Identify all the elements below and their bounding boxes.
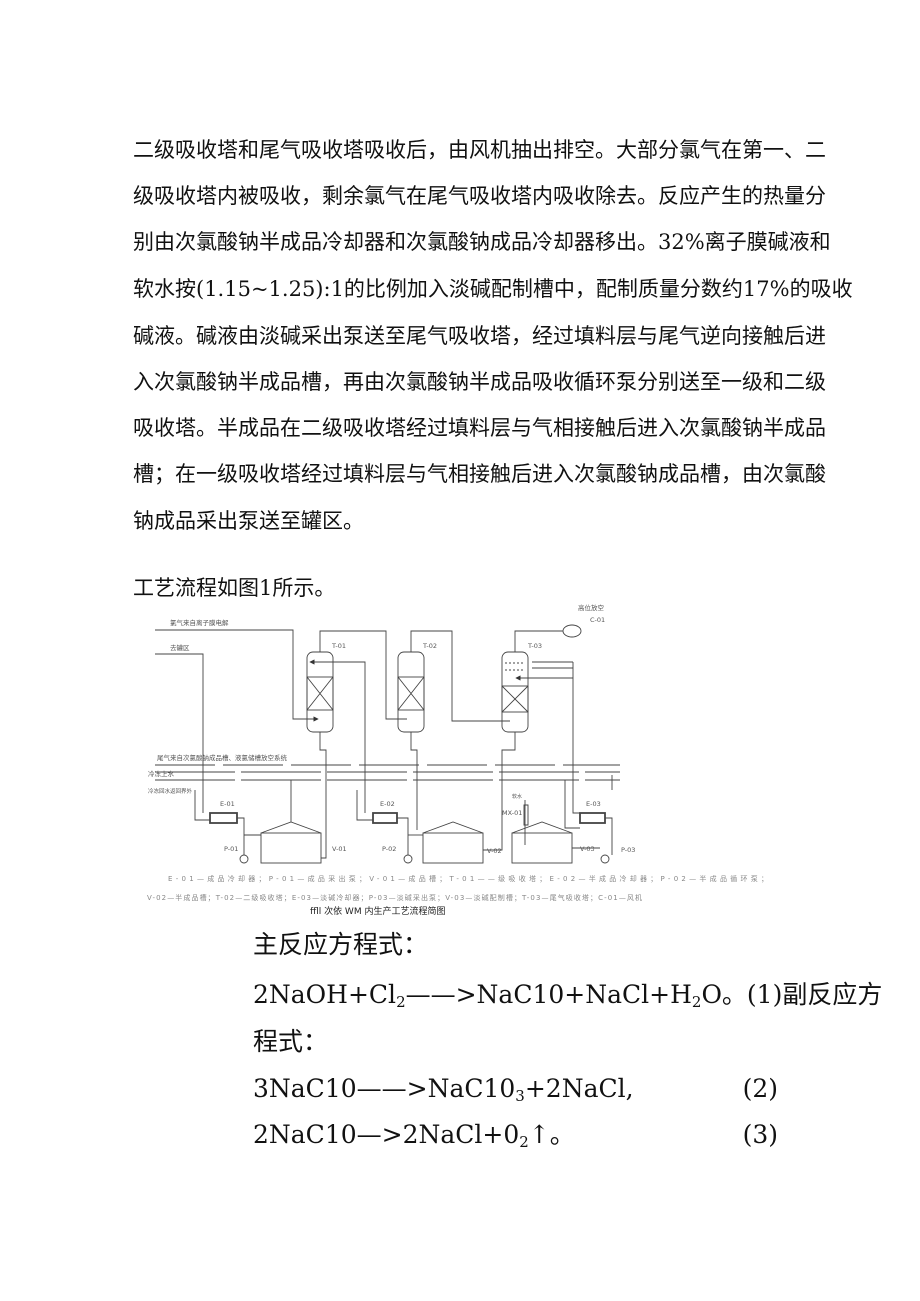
liquid-line — [319, 732, 327, 859]
paragraph-line: 槽；在一级吸收塔经过填料层与气相接触后进入次氯酸钠成品槽，由次氯酸 — [133, 462, 826, 486]
liquid-line — [572, 662, 580, 814]
paragraph-line: 碱液。碱液由淡碱采出泵送至尾气吸收塔，经过填料层与尾气逆向接触后进 — [133, 324, 826, 348]
liquid-line — [483, 732, 516, 851]
equation-2-number: (2) — [742, 1074, 778, 1103]
eq-text: ——>NaC10+NaCl+H — [405, 980, 692, 1009]
label-p01: P-01 — [224, 845, 238, 853]
equation-1: 2NaOH+Cl2——>NaC10+NaCl+H2O。(1)副反应方 — [253, 978, 882, 1012]
label-t01: T-01 — [331, 642, 346, 650]
tower-t03 — [501, 651, 529, 733]
label-t03: T-03 — [527, 642, 542, 650]
paragraph-line: 钠成品采出泵送至罐区。 — [133, 509, 364, 533]
tower-t01 — [306, 651, 334, 733]
liquid-line — [194, 790, 245, 855]
eq-text: 2NaOH+Cl — [253, 980, 397, 1009]
label-e02: E-02 — [380, 800, 395, 808]
label-p03: P-03 — [621, 846, 635, 854]
pump-p02 — [403, 854, 413, 864]
exchanger-e03 — [579, 812, 606, 824]
label-e03: E-03 — [586, 800, 601, 808]
eq-text: 3NaC10——>NaC10 — [253, 1074, 516, 1103]
main-reaction-heading: 主反应方程式： — [253, 930, 429, 959]
label-to-tank-farm: 去罐区 — [170, 643, 190, 652]
gas-line-t02-t03 — [410, 630, 510, 722]
exchanger-e02 — [372, 812, 398, 824]
equation-2: 3NaC10——>NaC103+2NaCl, — [253, 1072, 634, 1106]
label-tail-gas-in: 尾气来自次氯酸钠成品槽、液氯储槽放空系统 — [157, 753, 288, 762]
label-e01: E-01 — [220, 800, 235, 808]
label-mx01: MX-01 — [502, 809, 522, 817]
label-t02: T-02 — [422, 642, 437, 650]
paragraph-line: 别由次氯酸钠半成品冷却器和次氯酸钠成品冷却器移出。32%离子膜碱液和 — [133, 230, 831, 254]
gas-line-t03-fan — [514, 630, 563, 652]
exchanger-e01 — [209, 812, 238, 824]
paragraph-line: 吸收塔。半成品在二级吸收塔经过填料层与气相接触后进入次氯酸钠半成品 — [133, 416, 826, 440]
eq-subscript: 2 — [396, 993, 406, 1011]
paragraph-line: 入次氯酸钠半成品槽，再由次氯酸钠半成品吸收循环泵分别送至一级和二级 — [133, 370, 826, 394]
label-p02: P-02 — [382, 845, 396, 853]
fan-c01 — [562, 624, 582, 638]
label-cooling-water-return: 冷冻回水返回界外 — [148, 787, 193, 795]
label-vent: 高位放空 — [578, 603, 605, 612]
tank-v01 — [260, 821, 322, 864]
liquid-line — [410, 732, 418, 830]
paragraph-line: 二级吸收塔和尾气吸收塔吸收后，由风机抽出排空。大部分氯气在第一、二 — [133, 138, 826, 162]
eq-subscript: 2 — [519, 1133, 529, 1151]
liquid-line — [356, 790, 409, 855]
label-v03: V-03 — [580, 845, 595, 853]
side-reaction-heading: 程式： — [253, 1027, 329, 1056]
liquid-line — [518, 661, 573, 678]
equation-3-number: (3) — [742, 1120, 778, 1149]
label-c01: C-01 — [590, 616, 605, 624]
liquid-line — [564, 775, 613, 855]
chlorine-feed-line — [155, 629, 319, 722]
label-soft-water: 软水 — [512, 793, 522, 800]
paragraph-line: 级吸收塔内被吸收，剩余氯气在尾气吸收塔内吸收除去。反应产生的热量分 — [133, 184, 826, 208]
figure-caption: ffll 次依 WM 内生产工艺流程简图 — [310, 905, 445, 917]
label-v02: V-02 — [487, 847, 502, 855]
gas-line-t01-t02 — [319, 630, 407, 720]
tank-v02 — [422, 821, 484, 864]
paragraph-line: 软水按(1.15~1.25):1的比例加入淡碱配制槽中，配制质量分数约17%的吸… — [133, 277, 853, 301]
eq-text: ↑。 — [528, 1120, 575, 1149]
label-chlorine-inlet: 氯气来自离子膜电解 — [170, 618, 229, 627]
equation-3: 2NaC10—>2NaCl+02↑。 — [253, 1118, 575, 1152]
label-v01: V-01 — [332, 845, 347, 853]
tank-farm-line — [155, 653, 204, 813]
pump-p03 — [600, 854, 610, 864]
figure-intro: 工艺流程如图1所示。 — [133, 576, 336, 600]
legend-line-2: V-02—半成品槽；T-02—二级吸收塔；E-03—淡碱冷却器；P-03—淡碱采… — [147, 893, 642, 902]
pump-p01 — [239, 854, 249, 864]
process-flow-diagram: 氯气来自离子膜电解 去罐区 尾气来自次氯酸钠成品槽、液氯储槽放空系统 冷冻上水 … — [147, 603, 768, 917]
eq-subscript: 2 — [691, 993, 702, 1011]
tower-t02 — [397, 651, 425, 733]
eq-text: +2NaCl, — [524, 1074, 634, 1103]
eq-text: 2NaC10—>2NaCl+0 — [253, 1120, 520, 1149]
liquid-line — [340, 661, 366, 813]
legend-line-1: E-01—成品冷却器；P-01—成品采出泵；V-01—成品槽；T-01——级吸收… — [168, 874, 768, 883]
label-cooling-water-supply: 冷冻上水 — [148, 769, 175, 778]
eq-subscript: 3 — [515, 1087, 525, 1105]
eq-text: O。(1)副反应方 — [701, 980, 883, 1009]
